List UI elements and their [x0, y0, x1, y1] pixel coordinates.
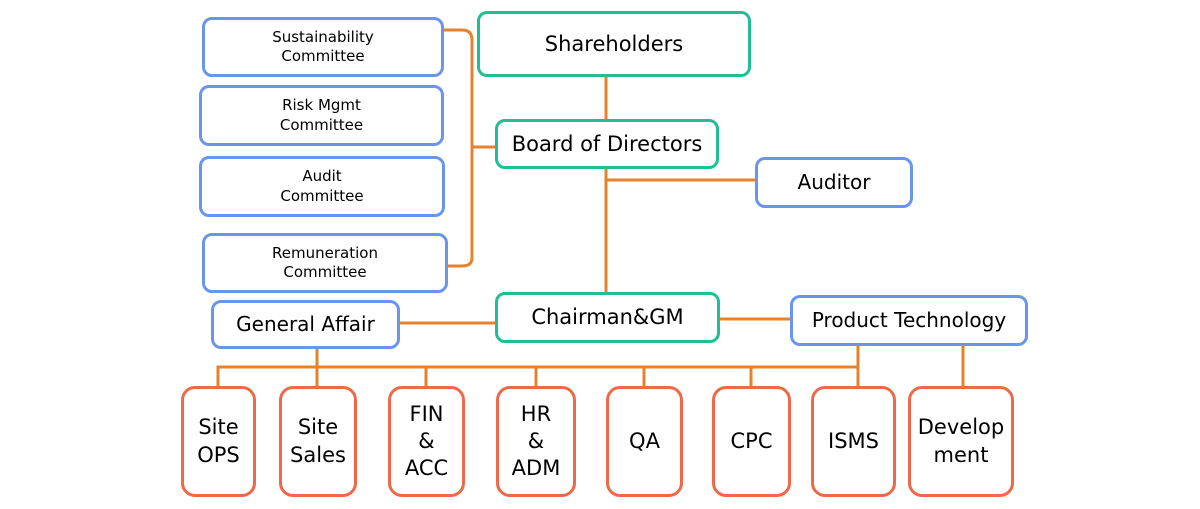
shareholders-node: Shareholders — [477, 11, 751, 77]
remuneration-committee-node: Remuneration Committee — [202, 233, 448, 293]
dept-qa-node: QA — [606, 386, 683, 497]
board-of-directors-label: Board of Directors — [511, 131, 703, 156]
dept-cpc-node: CPC — [712, 386, 791, 497]
chairman-gm-node: Chairman&GM — [495, 292, 720, 343]
sustainability-committee-label: Sustainability Committee — [272, 27, 374, 65]
committee-bracket — [442, 28, 474, 268]
board-of-directors-node: Board of Directors — [495, 119, 719, 169]
audit-committee-label: Audit Committee — [280, 167, 364, 205]
shareholders-label: Shareholders — [544, 31, 684, 56]
dept-fin-acc-node: FIN & ACC — [388, 386, 465, 497]
general-affair-node: General Affair — [211, 300, 400, 349]
dept-site-ops-node: Site OPS — [181, 386, 256, 497]
general-affair-label: General Affair — [236, 311, 375, 336]
dept-cpc-label: CPC — [730, 428, 773, 453]
dept-development-label: Develop ment — [917, 415, 1005, 467]
remuneration-committee-label: Remuneration Committee — [272, 243, 378, 281]
dept-qa-label: QA — [629, 428, 660, 453]
auditor-node: Auditor — [755, 157, 913, 208]
dept-site-ops-label: Site OPS — [197, 415, 240, 467]
dept-fin-acc-label: FIN & ACC — [404, 401, 449, 481]
dept-hr-adm-node: HR & ADM — [496, 386, 576, 497]
audit-committee-node: Audit Committee — [199, 156, 445, 217]
risk-mgmt-committee-node: Risk Mgmt Committee — [199, 85, 444, 146]
dept-isms-node: ISMS — [811, 386, 896, 497]
dept-site-sales-node: Site Sales — [279, 386, 357, 497]
dept-site-sales-label: Site Sales — [290, 415, 346, 467]
dept-isms-label: ISMS — [828, 428, 879, 453]
chairman-gm-label: Chairman&GM — [531, 305, 684, 330]
dept-hr-adm-label: HR & ADM — [511, 401, 561, 481]
risk-mgmt-committee-label: Risk Mgmt Committee — [279, 96, 364, 134]
product-technology-node: Product Technology — [790, 295, 1028, 346]
sustainability-committee-node: Sustainability Committee — [202, 17, 444, 77]
dept-development-node: Develop ment — [908, 386, 1014, 497]
auditor-label: Auditor — [797, 169, 871, 194]
product-technology-label: Product Technology — [811, 307, 1007, 332]
